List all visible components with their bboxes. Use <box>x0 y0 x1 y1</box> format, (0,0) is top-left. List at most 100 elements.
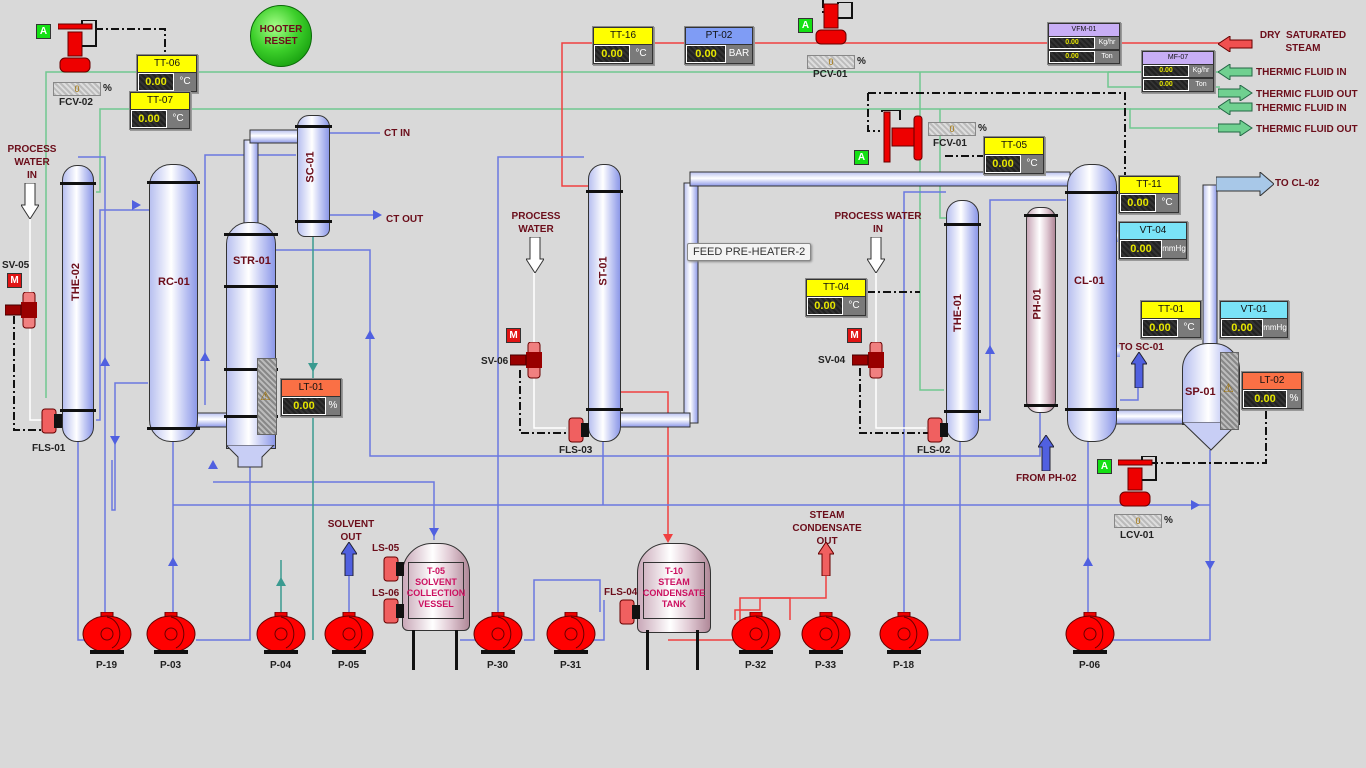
pump-label: P-03 <box>160 660 182 671</box>
pump-label: P-04 <box>270 660 292 671</box>
pump-p-06[interactable] <box>1065 611 1115 656</box>
vessel-label-the01: THE-01 <box>951 294 964 332</box>
valve-tag-sv06: SV-06 <box>481 356 509 367</box>
vessel-the02[interactable]: THE-02 <box>60 165 96 442</box>
control-valve-fcv02[interactable] <box>58 20 98 78</box>
vessel-rc01[interactable]: RC-01 <box>147 164 200 442</box>
flow-total-unit: Ton <box>1095 51 1119 63</box>
steam-inlet-arrow-icon <box>1218 36 1253 52</box>
pump-p-32[interactable] <box>731 611 781 656</box>
vessel-str01[interactable]: STR-01 <box>224 222 278 449</box>
pump-p-33[interactable] <box>801 611 851 656</box>
solenoid-valve-sv04[interactable] <box>852 342 886 380</box>
mode-badge-lcv01[interactable]: A <box>1097 459 1112 474</box>
tag-unit: mmHg <box>1162 240 1186 258</box>
tank-t10[interactable]: T-10 STEAM CONDENSATE TANK <box>637 543 711 633</box>
pump-p-31[interactable] <box>546 611 596 656</box>
stream-dry-steam: DRY SATURATED STEAM <box>1259 30 1347 54</box>
switch-tag-fls01: FLS-01 <box>32 443 66 454</box>
pump-p-04[interactable] <box>256 611 306 656</box>
control-valve-pcv01[interactable] <box>814 2 854 50</box>
level-switch-ls06[interactable] <box>382 597 406 625</box>
flow-total-value: 0.00 <box>1143 79 1189 91</box>
mode-badge-sv04[interactable]: M <box>847 328 862 343</box>
valve-opening-lcv01: 0 <box>1114 514 1162 528</box>
solenoid-valve-sv06[interactable] <box>510 342 544 380</box>
pump-p-19[interactable] <box>82 611 132 656</box>
vessel-cl01[interactable]: CL-01 <box>1065 164 1119 442</box>
thermic-out-arrow-icon <box>1218 120 1253 136</box>
control-valve-fcv01[interactable] <box>880 110 926 164</box>
tag-value: 0.00 <box>686 45 726 63</box>
tag-unit: °C <box>1178 319 1200 337</box>
tag-unit: °C <box>630 45 652 63</box>
pump-label: P-31 <box>560 660 582 671</box>
pump-p-30[interactable] <box>473 611 523 656</box>
valve-tag-fcv01: FCV-01 <box>933 138 967 149</box>
tag-value: 0.00 <box>1243 390 1287 408</box>
tag-name: TT-05 <box>984 137 1044 154</box>
tag-value: 0.00 <box>807 297 843 315</box>
pump-p-05[interactable] <box>324 611 374 656</box>
flow-total-unit: Ton <box>1189 79 1213 91</box>
pump-label: P-32 <box>745 660 767 671</box>
pump-p-18[interactable] <box>879 611 929 656</box>
pump-icon <box>731 611 781 654</box>
stream-solvent-out: SOLVENT OUT <box>327 519 375 543</box>
vessel-label-rc01: RC-01 <box>158 276 190 288</box>
tag-value: 0.00 <box>138 73 174 91</box>
flow-switch-fls04[interactable] <box>618 598 642 626</box>
vessel-sc01[interactable]: SC-01 <box>295 115 332 237</box>
vessel-st01[interactable]: ST-01 <box>586 164 623 442</box>
tank-t05[interactable]: T-05 SOLVENT COLLECTION VESSEL <box>402 543 470 631</box>
vessel-label-st01: ST-01 <box>597 256 610 286</box>
pump-label: P-33 <box>815 660 837 671</box>
control-valve-lcv01[interactable] <box>1118 456 1160 512</box>
stream-ct-in: CT IN <box>384 128 411 139</box>
process-water-arrow-icon <box>526 237 544 273</box>
solenoid-valve-sv05[interactable] <box>5 292 39 330</box>
vessel-label-cl01: CL-01 <box>1074 275 1105 287</box>
tag-value: 0.00 <box>131 110 167 128</box>
vapor-pipes <box>194 129 1218 428</box>
to-sc01-arrow-icon <box>1131 352 1147 388</box>
vessel-ph01[interactable]: PH-01 <box>1024 207 1058 413</box>
vessel-the01[interactable]: THE-01 <box>944 200 981 442</box>
pump-icon <box>546 611 596 654</box>
pump-icon <box>1065 611 1115 654</box>
hooter-reset-button[interactable]: HOOTER RESET <box>250 5 312 67</box>
tag-name: TT-07 <box>130 92 190 109</box>
tag-unit: °C <box>174 73 196 91</box>
flow-switch-fls01[interactable] <box>40 407 64 435</box>
mode-badge-sv06[interactable]: M <box>506 328 521 343</box>
valve-opening-unit: % <box>103 83 112 94</box>
pump-p-03[interactable] <box>146 611 196 656</box>
flow-switch-fls02[interactable] <box>926 416 950 444</box>
tag-value: 0.00 <box>1120 194 1156 212</box>
level-switch-ls05[interactable] <box>382 555 406 583</box>
stream-thermic-in-2: THERMIC FLUID IN <box>1256 103 1347 114</box>
mode-badge-pcv01[interactable]: A <box>798 18 813 33</box>
mode-badge-fcv01[interactable]: A <box>854 150 869 165</box>
valve-tag-fcv02: FCV-02 <box>59 97 93 108</box>
mode-badge-fcv02[interactable]: A <box>36 24 51 39</box>
vessel-label-ph01: PH-01 <box>1031 288 1044 320</box>
tag-name: VT-01 <box>1220 301 1288 318</box>
mode-badge-sv05[interactable]: M <box>7 273 22 288</box>
flow-switch-fls03[interactable] <box>567 416 591 444</box>
tag-name: TT-16 <box>593 27 653 44</box>
